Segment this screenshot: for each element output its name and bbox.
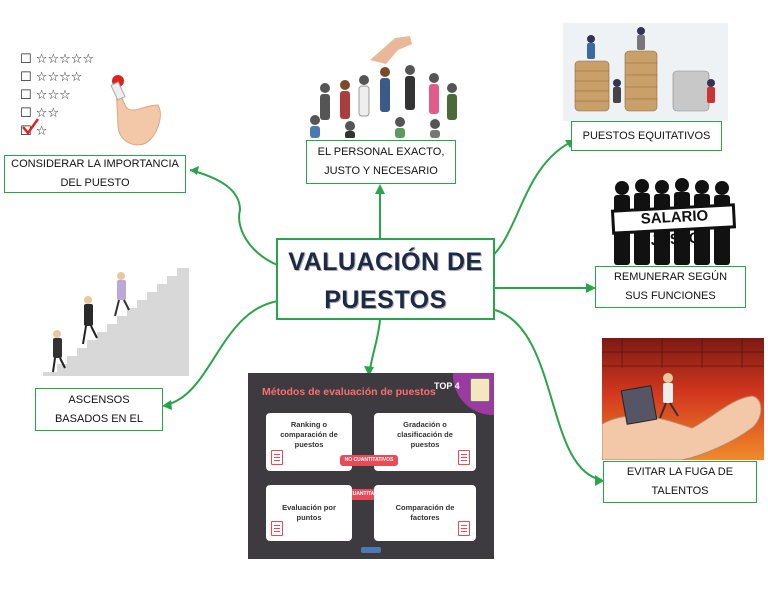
svg-text:☐ ☆☆: ☐ ☆☆ [20,106,59,121]
node-ascensos[interactable]: ASCENSOS BASADOS EN EL [35,388,163,431]
node-text: JUSTO Y NECESARIO [324,165,438,177]
card-text: factores [410,513,440,522]
node-remunerar[interactable]: REMUNERAR SEGÚN SUS FUNCIONES [595,266,746,308]
infographic-title: Métodos de evaluación de puestos [262,386,436,398]
stairs-climb-icon [43,268,189,376]
node-text: CONSIDERAR LA IMPORTANCIA [11,158,179,170]
card-text: Ranking o [290,420,328,429]
checklist-stars-icon: ☐ ☆☆☆☆☆ ☐ ☆☆☆☆ ☐ ☆☆☆ ☐ ☆☆ ☐ ☆ [20,52,161,146]
node-fuga[interactable]: EVITAR LA FUGA DE TALENTOS [603,461,757,503]
arrowhead-fuga [595,475,604,486]
arrowhead-ascensos [162,400,172,410]
talent-hand-image [602,338,764,460]
card-text: puntos [296,513,322,522]
stairs-image [43,268,189,378]
pill-cuantitativos: CUANTITATIVOS [340,489,398,500]
connector-importancia [189,169,301,273]
svg-text:☐ ☆☆☆☆☆: ☐ ☆☆☆☆☆ [20,52,94,67]
infographic-card-ranking: Ranking o comparación de puestos [266,413,352,471]
node-text: ASCENSOS [68,393,130,406]
node-text: PUESTOS EQUITATIVOS [582,129,711,142]
node-text: DEL PUESTO [60,177,130,189]
node-text: REMUNERAR SEGÚN [613,271,728,283]
node-text: TALENTOS [651,485,709,497]
document-icon [458,450,470,465]
infographic-card-puntos: Evaluación por puntos [266,485,352,541]
connector-infographic [369,319,381,371]
node-equitativos[interactable]: PUESTOS EQUITATIVOS [571,121,722,151]
infographic-card-factores: Comparación de factores [374,485,476,541]
node-importancia[interactable]: CONSIDERAR LA IMPORTANCIA DEL PUESTO [4,155,186,193]
arrowhead-personal [375,184,385,194]
document-icon [271,450,283,465]
connector-ascensos [164,299,291,406]
svg-text:☐ ☆: ☐ ☆ [20,124,47,139]
infographic-logo [361,547,381,553]
clipboard-icon [470,378,490,402]
coins-image [563,23,728,121]
card-text: Gradación o [403,420,447,429]
arrowhead-infographic [364,366,374,376]
node-text: BASADOS EN EL [54,412,144,425]
node-personal[interactable]: EL PERSONAL EXACTO, JUSTO Y NECESARIO [306,140,456,184]
central-topic[interactable]: VALUACIÓN DE PUESTOS [276,238,495,320]
node-text: EL PERSONAL EXACTO, [317,146,445,158]
salario-justo-image: SALARIO JUSTO [610,178,737,266]
document-icon [271,521,283,536]
coin-stacks-icon [574,27,715,112]
card-text: comparación de [280,430,338,439]
arrowhead-remunerar [586,283,596,293]
card-text: puestos [294,440,324,449]
card-text: clasificación de [397,430,453,439]
card-text: puestos [410,440,440,449]
svg-text:☐ ☆☆☆: ☐ ☆☆☆ [20,88,71,103]
protest-crowd-icon [610,178,737,265]
infographic-top-label: TOP 4 [434,381,460,391]
node-text: SUS FUNCIONES [625,290,716,302]
svg-text:☐ ☆☆☆☆: ☐ ☆☆☆☆ [20,70,82,85]
people-group-image [300,30,465,139]
metodos-infographic: TOP 4 Métodos de evaluación de puestos R… [248,373,494,559]
connector-fuga [494,309,603,481]
document-icon [458,521,470,536]
card-text: Evaluación por [282,503,336,512]
card-text: Comparación de [395,503,455,512]
pill-no-cuantitativos: NO CUANTITATIVOS [340,455,398,466]
connector-equitativos [484,139,576,263]
node-text: EVITAR LA FUGA DE [626,466,734,478]
arrowhead-importancia [190,166,199,175]
people-icon [310,36,457,139]
checklist-image: ☐ ☆☆☆☆☆ ☐ ☆☆☆☆ ☐ ☆☆☆ ☐ ☆☆ ☐ ☆ [18,45,168,155]
central-topic-line2: PUESTOS [324,286,447,314]
hand-building-icon [602,338,764,460]
central-topic-line1: VALUACIÓN DE [288,248,483,276]
